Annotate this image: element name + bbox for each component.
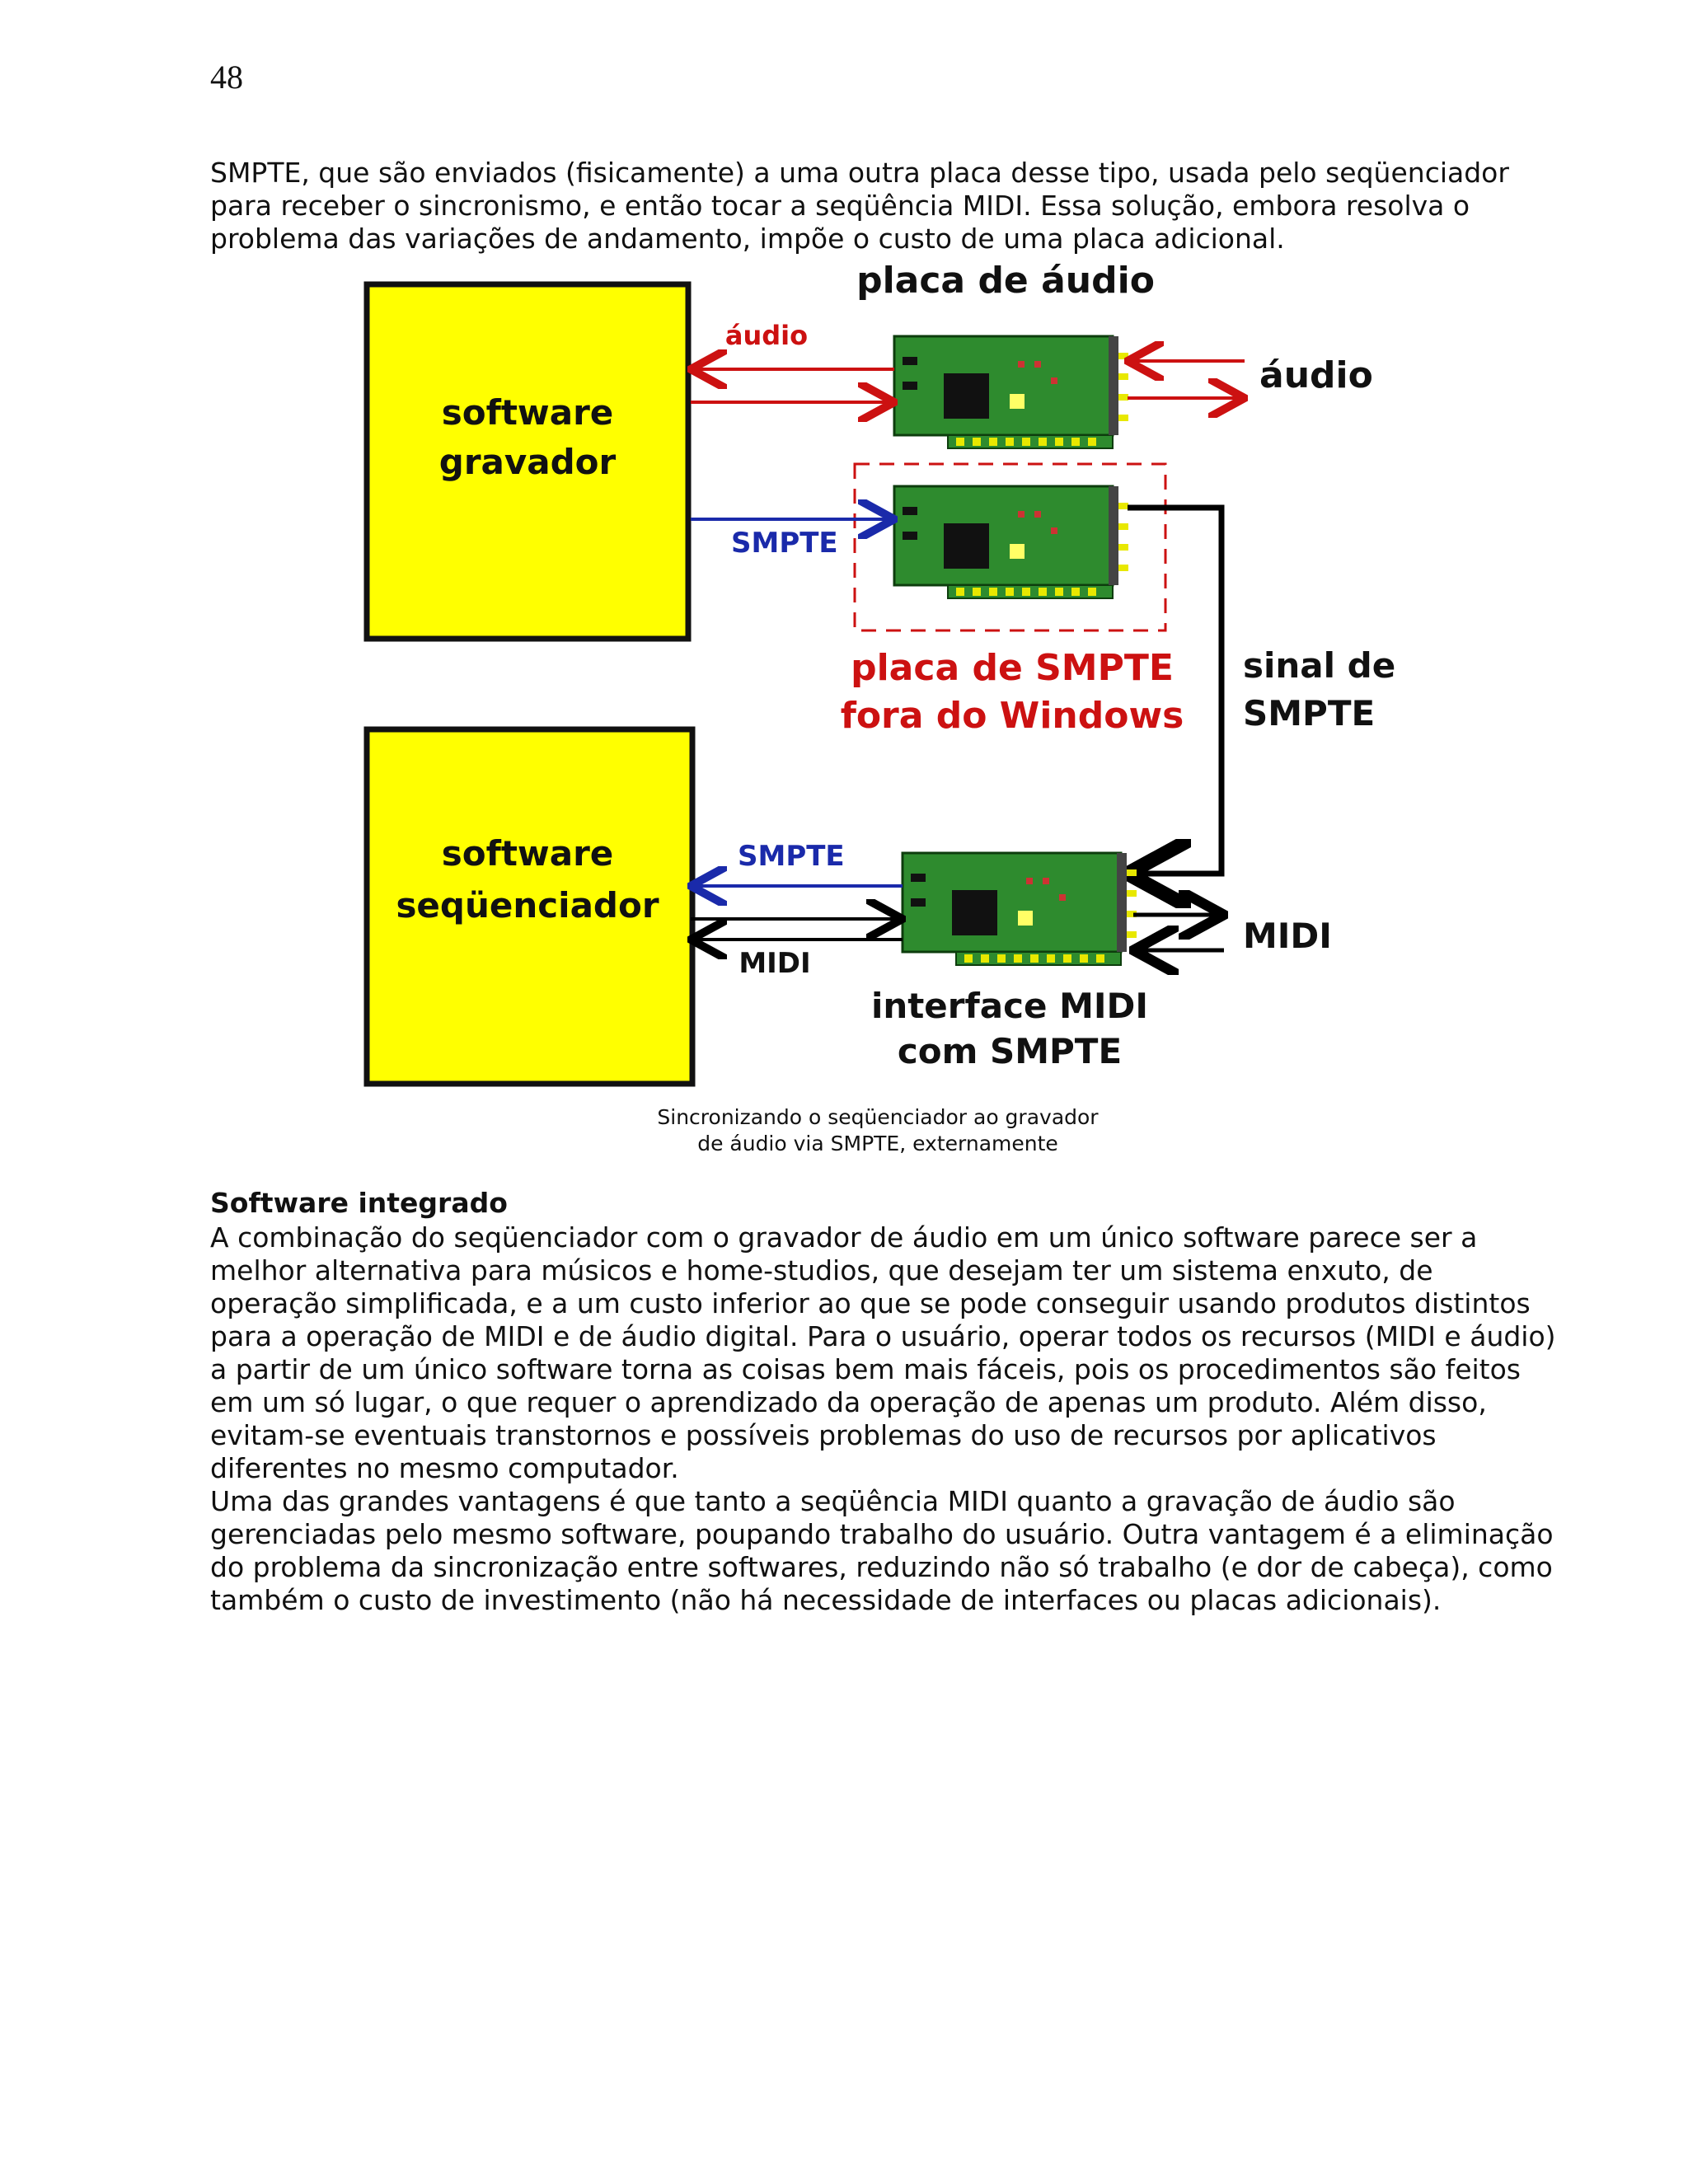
- page-number: 48: [210, 58, 243, 96]
- audio-arrow-label: áudio: [725, 320, 808, 351]
- smpte-sync-diagram: software gravador software seqüenciador …: [346, 264, 1418, 1096]
- audio-card-title: placa de áudio: [856, 264, 1155, 302]
- audio-card: [894, 336, 1128, 448]
- box-sequencer-line2: seqüenciador: [396, 885, 659, 926]
- body-paragraph-1: A combinação do seqüenciador com o grava…: [210, 1221, 1562, 1485]
- signal-label-line2: SMPTE: [1243, 693, 1375, 733]
- box-recorder-line2: gravador: [439, 442, 617, 482]
- box-recorder-line1: software: [442, 392, 614, 433]
- section-heading: Software integrado: [210, 1187, 508, 1219]
- box-sequencer-line1: software: [442, 833, 614, 874]
- interface-label-line1: interface MIDI: [871, 986, 1148, 1026]
- midi-left-label: MIDI: [738, 947, 810, 980]
- intro-paragraph: SMPTE, que são enviados (fisicamente) a …: [210, 157, 1562, 255]
- smpte-upper-label: SMPTE: [731, 527, 838, 560]
- smpte-card-label-line2: fora do Windows: [841, 695, 1184, 737]
- midi-right-label: MIDI: [1243, 916, 1332, 956]
- signal-label-line1: sinal de: [1243, 645, 1395, 686]
- smpte-card-label-line1: placa de SMPTE: [851, 647, 1174, 689]
- smpte-lower-label: SMPTE: [738, 840, 845, 873]
- body-paragraph-2: Uma das grandes vantagens é que tanto a …: [210, 1485, 1562, 1617]
- audio-out-label: áudio: [1259, 354, 1373, 396]
- midi-interface-card: [903, 853, 1137, 965]
- interface-label-line2: com SMPTE: [898, 1031, 1122, 1071]
- caption-line-2: de áudio via SMPTE, externamente: [577, 1131, 1179, 1157]
- smpte-card: [894, 486, 1128, 598]
- caption-line-1: Sincronizando o seqüenciador ao gravador: [577, 1104, 1179, 1131]
- figure-caption: Sincronizando o seqüenciador ao gravador…: [577, 1104, 1179, 1157]
